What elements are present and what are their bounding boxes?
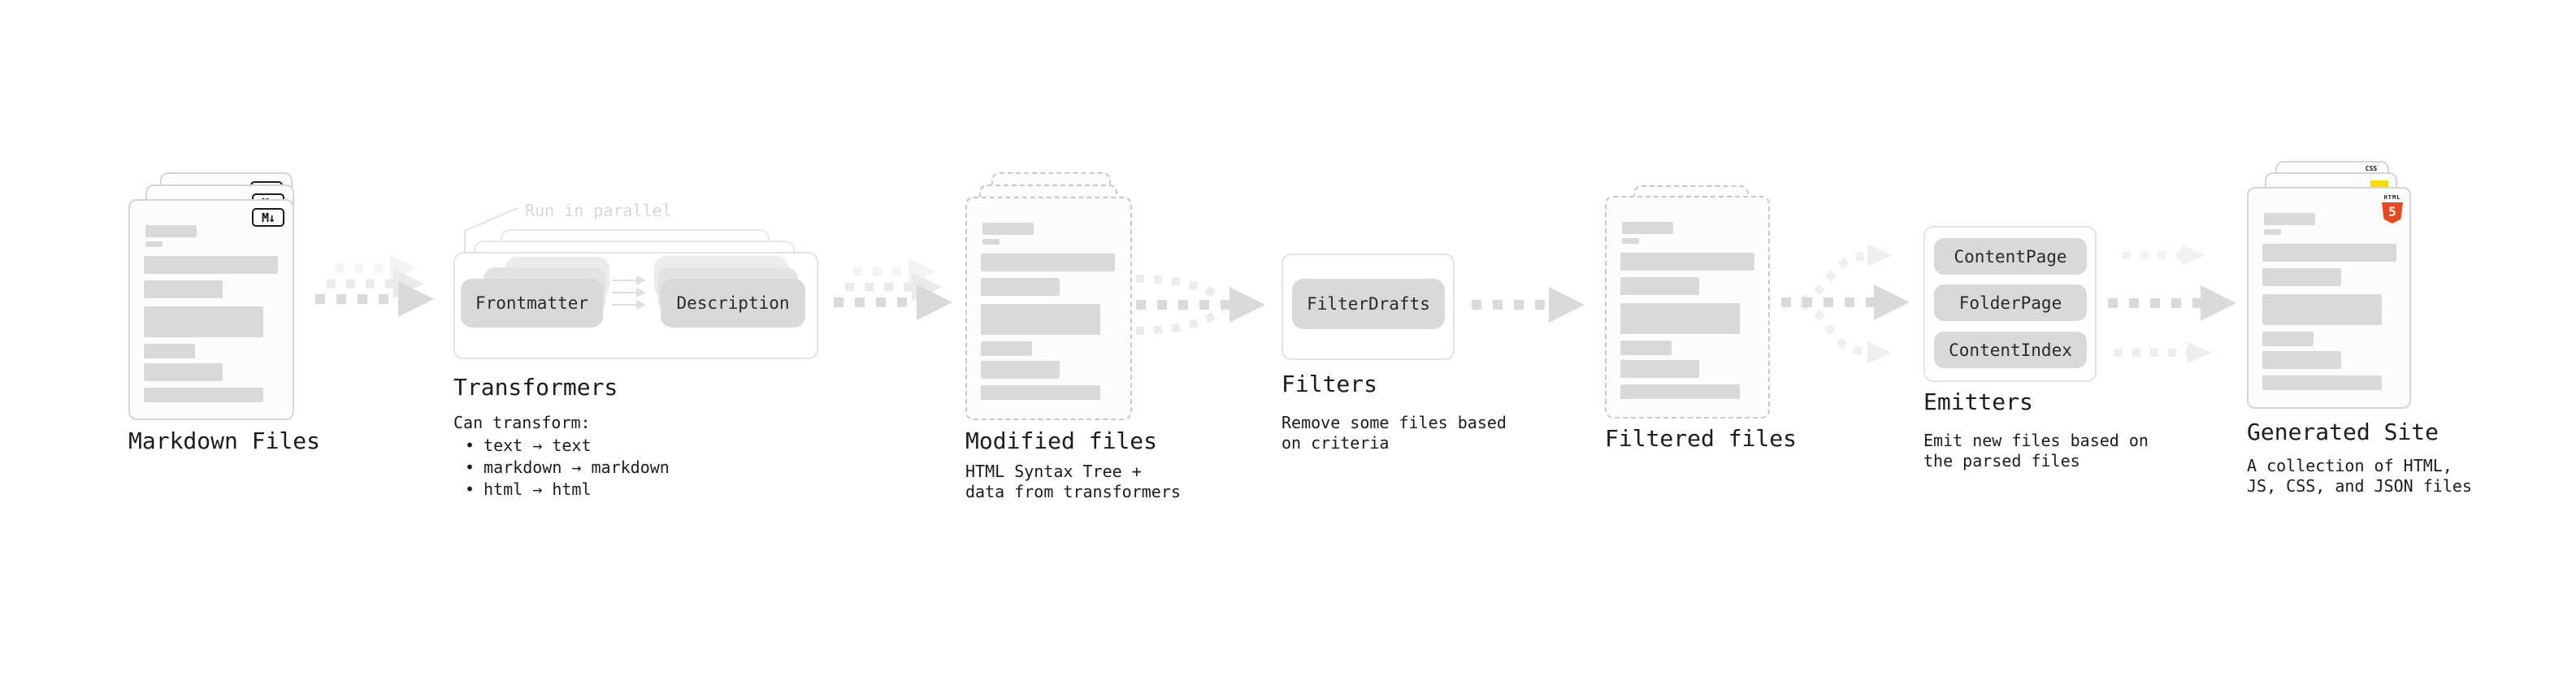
- doc-text-bar: [1620, 384, 1740, 399]
- bullet-text: text → text: [484, 436, 592, 455]
- doc-text-bar: [144, 256, 278, 274]
- markdown-icon: M↓: [252, 208, 284, 227]
- doc-text-bar: [981, 278, 1060, 296]
- doc-text-bar: [1620, 277, 1699, 295]
- doc-text-bar: [2262, 375, 2382, 390]
- filtered-file-card-front: [1605, 196, 1770, 419]
- desc-line: on criteria: [1281, 433, 1390, 453]
- transformers-title: Transformers: [453, 374, 618, 401]
- desc-line: HTML Syntax Tree +: [965, 462, 1142, 481]
- bullet-marker: •: [465, 479, 475, 499]
- filtered-files-title: Filtered files: [1605, 425, 1798, 452]
- emitter-pill-folderpage: FolderPage: [1934, 284, 2087, 321]
- transformers-caption: Can transform:: [453, 413, 591, 432]
- modified-files-title: Modified files: [965, 427, 1158, 454]
- doc-text-bar: [145, 241, 163, 247]
- doc-text-bar: [981, 361, 1060, 379]
- doc-text-bar: [144, 306, 263, 337]
- bullet-text: html → html: [484, 479, 592, 499]
- doc-text-bar: [2262, 244, 2396, 262]
- arrow-modified-to-filters-merge: [1135, 275, 1265, 335]
- doc-text-bar: [2264, 213, 2315, 225]
- doc-text-bar: [981, 254, 1115, 271]
- modified-files-desc: HTML Syntax Tree + data from transformer…: [965, 462, 1181, 502]
- arrow-filters-to-filtered: [1472, 287, 1585, 323]
- css-icon-label: CSS: [2365, 165, 2378, 172]
- site-file-card-html: HTML 5: [2247, 187, 2411, 409]
- emitters-desc: Emit new files based on the parsed files: [1923, 431, 2149, 471]
- desc-line: Remove some files based: [1281, 413, 1507, 432]
- run-in-parallel-note: Run in parallel: [525, 201, 672, 220]
- bullet-item: • html → html: [453, 479, 670, 501]
- markdown-file-card-front: M↓: [128, 199, 294, 420]
- desc-line: A collection of HTML,: [2247, 456, 2452, 475]
- doc-text-bar: [981, 304, 1100, 335]
- doc-text-bar: [1620, 253, 1754, 271]
- bullet-marker: •: [465, 458, 475, 477]
- note-connector-line: [464, 207, 518, 254]
- doc-text-bar: [144, 388, 263, 402]
- doc-text-bar: [981, 385, 1100, 400]
- transformer-inner-arrows: [612, 275, 646, 310]
- transformers-bullet-list: • text → text • markdown → markdown • html …: [453, 435, 670, 501]
- doc-text-bar: [1620, 340, 1672, 355]
- filters-title: Filters: [1281, 371, 1378, 397]
- generated-site-desc: A collection of HTML, JS, CSS, and JSON …: [2247, 456, 2472, 497]
- arrows-emitters-to-site: [2108, 245, 2236, 363]
- bullet-item: • markdown → markdown: [453, 457, 670, 479]
- doc-text-bar: [1620, 303, 1740, 334]
- emitters-title: Emitters: [1923, 388, 2033, 415]
- doc-text-bar: [144, 363, 223, 381]
- modified-file-card-front: [965, 197, 1132, 420]
- doc-text-bar: [2262, 268, 2341, 286]
- doc-text-bar: [2264, 229, 2281, 235]
- bullet-item: • text → text: [453, 435, 670, 457]
- doc-text-bar: [982, 239, 1000, 245]
- filters-desc: Remove some files based on criteria: [1281, 413, 1507, 453]
- desc-line: Emit new files based on: [1923, 431, 2149, 450]
- arrow-filtered-to-emitters-fanout: [1781, 244, 1910, 364]
- generated-site-title: Generated Site: [2247, 419, 2439, 445]
- html5-icon-shield: 5: [2382, 202, 2403, 223]
- arrow-transformers-to-modified: [834, 258, 952, 320]
- transformer-pill-frontmatter: Frontmatter: [461, 279, 603, 327]
- doc-text-bar: [982, 223, 1034, 235]
- doc-text-bar: [981, 341, 1032, 356]
- html5-icon-label: HTML: [2383, 194, 2401, 201]
- markdown-files-title: Markdown Files: [128, 427, 321, 454]
- doc-text-bar: [144, 280, 223, 298]
- doc-text-bar: [1622, 222, 1673, 234]
- doc-text-bar: [2262, 294, 2382, 325]
- bullet-marker: •: [465, 436, 475, 455]
- filter-pill-filterdrafts: FilterDrafts: [1292, 279, 1445, 329]
- desc-line: data from transformers: [965, 482, 1181, 501]
- doc-text-bar: [2262, 351, 2341, 369]
- desc-line: JS, CSS, and JSON files: [2247, 476, 2472, 496]
- doc-text-bar: [145, 225, 197, 237]
- doc-text-bar: [1620, 360, 1699, 378]
- emitter-pill-contentpage: ContentPage: [1934, 238, 2087, 275]
- html5-icon: HTML 5: [2382, 194, 2403, 223]
- transformer-pill-description: Description: [661, 279, 805, 327]
- arrow-markdown-to-transformers: [315, 255, 434, 317]
- doc-text-bar: [1622, 238, 1639, 244]
- emitter-pill-contentindex: ContentIndex: [1934, 332, 2087, 368]
- doc-text-bar: [2262, 332, 2314, 346]
- bullet-text: markdown → markdown: [484, 458, 670, 477]
- html5-icon-number: 5: [2388, 204, 2396, 219]
- desc-line: the parsed files: [1923, 451, 2080, 471]
- doc-text-bar: [144, 344, 195, 358]
- js-icon: [2370, 180, 2388, 188]
